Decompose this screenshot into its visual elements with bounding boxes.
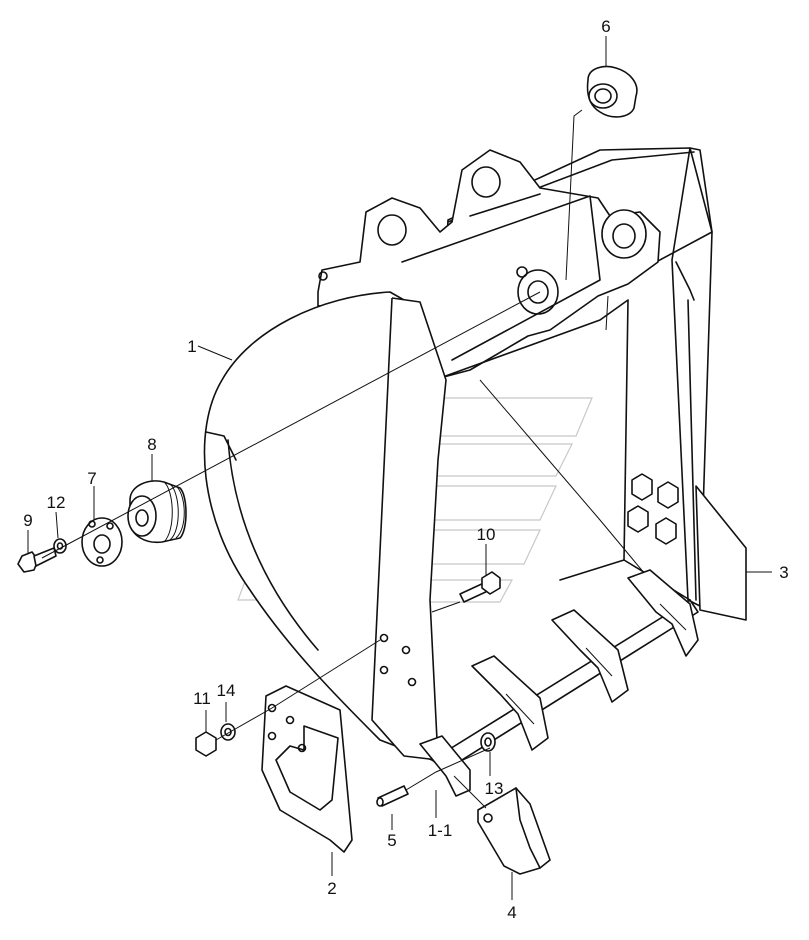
label-part-1-1: 1-1 <box>428 821 453 840</box>
part-10-bolt <box>459 571 501 603</box>
label-part-4: 4 <box>507 903 516 922</box>
side-bolts <box>627 473 679 545</box>
part-14-washer <box>220 723 236 741</box>
part-11-nut <box>195 731 217 757</box>
label-part-9: 9 <box>23 511 32 530</box>
bucket-body <box>203 147 747 771</box>
label-part-13: 13 <box>485 779 504 798</box>
part-2-side-shroud <box>261 685 353 853</box>
label-part-7: 7 <box>87 469 96 488</box>
label-part-8: 8 <box>147 435 156 454</box>
label-part-14: 14 <box>217 681 236 700</box>
label-part-1: 1 <box>187 337 196 356</box>
label-part-5: 5 <box>387 831 396 850</box>
part-9-bolt <box>17 547 57 573</box>
label-part-2: 2 <box>327 879 336 898</box>
label-part-3: 3 <box>779 563 788 582</box>
leader-lines <box>27 36 772 900</box>
part-13-washer <box>480 732 496 752</box>
part-5-pin <box>376 785 409 807</box>
part-6-bushing <box>586 65 638 118</box>
label-part-11: 11 <box>193 689 211 708</box>
teeth-row <box>419 569 699 797</box>
label-part-10: 10 <box>477 525 496 544</box>
label-part-12: 12 <box>47 493 66 512</box>
part-7-washer-plate <box>81 517 123 567</box>
part-4-tooth <box>477 787 551 875</box>
label-part-6: 6 <box>601 17 610 36</box>
part-8-spacer <box>127 480 187 544</box>
